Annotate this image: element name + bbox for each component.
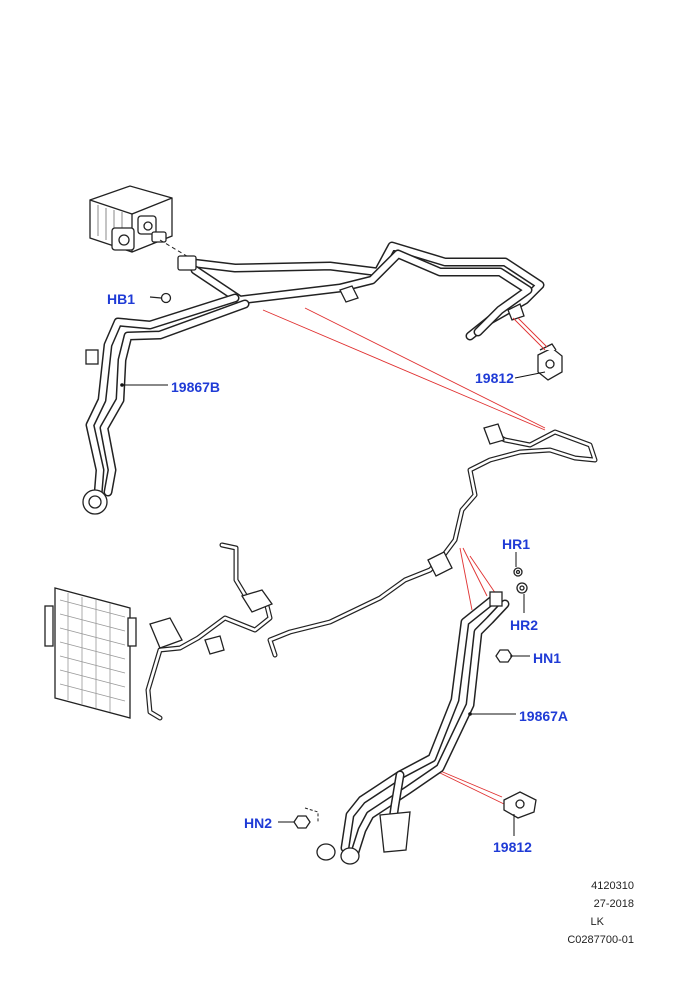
fitting-hr2 [516,582,528,594]
callout-hr2: HR2 [510,617,539,633]
callout-hn2: HN2 [244,815,273,831]
callout-19812-bottom: 19812 [493,839,532,855]
callout-hn1: HN1 [533,650,562,666]
valve-block [89,185,191,259]
diagram-reference: C0287700-01 [567,934,634,946]
leader-lines [120,371,546,836]
nut-hn1 [495,649,513,663]
fitting-hr1 [513,567,523,577]
pipe-19867b [82,241,545,515]
diagram-initials: LK [590,916,604,928]
nut-hn2 [293,807,319,829]
valve-19812-top [537,343,563,381]
valve-19812-bottom [503,791,537,819]
condenser-radiator [44,587,137,719]
callout-hb1: HB1 [107,291,136,307]
callout-hr1: HR1 [502,536,531,552]
diagram-code: 4120310 [591,880,634,892]
callout-19812-top: 19812 [475,370,514,386]
lower-thin-pipe [145,542,274,721]
upper-thin-pipe [267,423,598,658]
callout-19867b: 19867B [171,379,221,395]
callout-19867a: 19867A [519,708,569,724]
pipe-19867a [316,591,510,865]
reference-lines [262,307,548,805]
diagram-date: 27-2018 [593,898,634,910]
bolt-hb1 [149,292,172,304]
